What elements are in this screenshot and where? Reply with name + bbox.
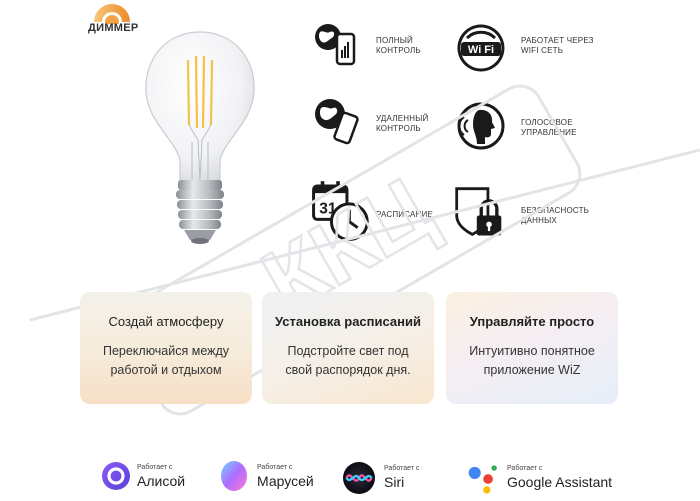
feature-text: РАБОТАЕТ ЧЕРЕЗ WIFI СЕТЬ [521, 36, 594, 55]
card-title: Установка расписаний [275, 314, 421, 329]
assistant-marusya: Работает с Марусей [220, 460, 314, 497]
marusya-logo-icon [221, 461, 247, 491]
feature-wifi: Wi Fi РАБОТАЕТ ЧЕРЕЗ WIFI СЕТЬ [455, 20, 594, 77]
alice-logo-icon [102, 462, 130, 490]
card-body: Подстройте свет под свой распорядок дня. [285, 344, 411, 377]
assistant-small-text: Работает с [257, 464, 293, 471]
card-body: Интуитивно понятное приложение WiZ [469, 344, 595, 377]
feature-text: БЕЗОПАСНОСТЬ ДАННЫХ [521, 206, 590, 225]
feature-text: ГОЛОСОВОЕ УПРАВЛЕНИЕ [521, 118, 577, 137]
assistant-small-text: Работает с [507, 465, 543, 472]
dimmer-badge: ДИММЕР [88, 2, 158, 42]
assistant-name: Алисой [137, 473, 186, 489]
feature-data-security: БЕЗОПАСНОСТЬ ДАННЫХ [450, 182, 589, 245]
assistant-name: Марусей [257, 473, 314, 489]
filament-bulb-image [140, 30, 260, 250]
remote-globe-phone-icon [315, 99, 359, 145]
feature-schedule: 31 РАСПИСАНИЕ [310, 180, 433, 247]
google-assistant-logo-icon [468, 465, 497, 494]
assistant-name: Google Assistant [507, 474, 613, 490]
assistant-small-text: Работает с [137, 464, 173, 471]
feature-card-schedule: Установка расписаний Подстройте свет под… [262, 292, 434, 404]
feature-remote-control: УДАЛЕННЫЙ КОНТРОЛЬ [310, 96, 428, 153]
feature-full-control: ПОЛНЫЙ КОНТРОЛЬ [310, 20, 421, 77]
calendar-clock-icon: 31 [312, 181, 369, 242]
assistant-google: Работает с Google Assistant [465, 462, 612, 501]
assistant-small-text: Работает с [384, 465, 420, 472]
shield-lock-icon [455, 187, 502, 236]
dimmer-label: ДИММЕР [88, 22, 139, 34]
globe-phone-icon [315, 24, 356, 66]
siri-logo-icon [343, 462, 375, 494]
feature-voice-control: ГОЛОСОВОЕ УПРАВЛЕНИЕ [455, 100, 576, 157]
assistant-name: Siri [384, 474, 405, 490]
feature-text: ПОЛНЫЙ КОНТРОЛЬ [376, 36, 421, 55]
assistant-siri: Работает с Siri [343, 462, 419, 499]
dimmer-arc-icon [94, 4, 130, 24]
card-title: Управляйте просто [469, 314, 595, 329]
voice-head-icon [457, 102, 505, 150]
wifi-icon: Wi Fi [457, 24, 505, 72]
feature-card-atmosphere: Создай атмосферу Переключайся между рабо… [80, 292, 252, 404]
assistant-alice: Работает с Алисой [102, 462, 185, 495]
feature-card-easy-control: Управляйте просто Интуитивно понятное пр… [446, 292, 618, 404]
card-title: Создай атмосферу [108, 314, 224, 329]
svg-text:Wi Fi: Wi Fi [468, 44, 494, 56]
card-body: Переключайся между работой и отдыхом [102, 344, 230, 377]
